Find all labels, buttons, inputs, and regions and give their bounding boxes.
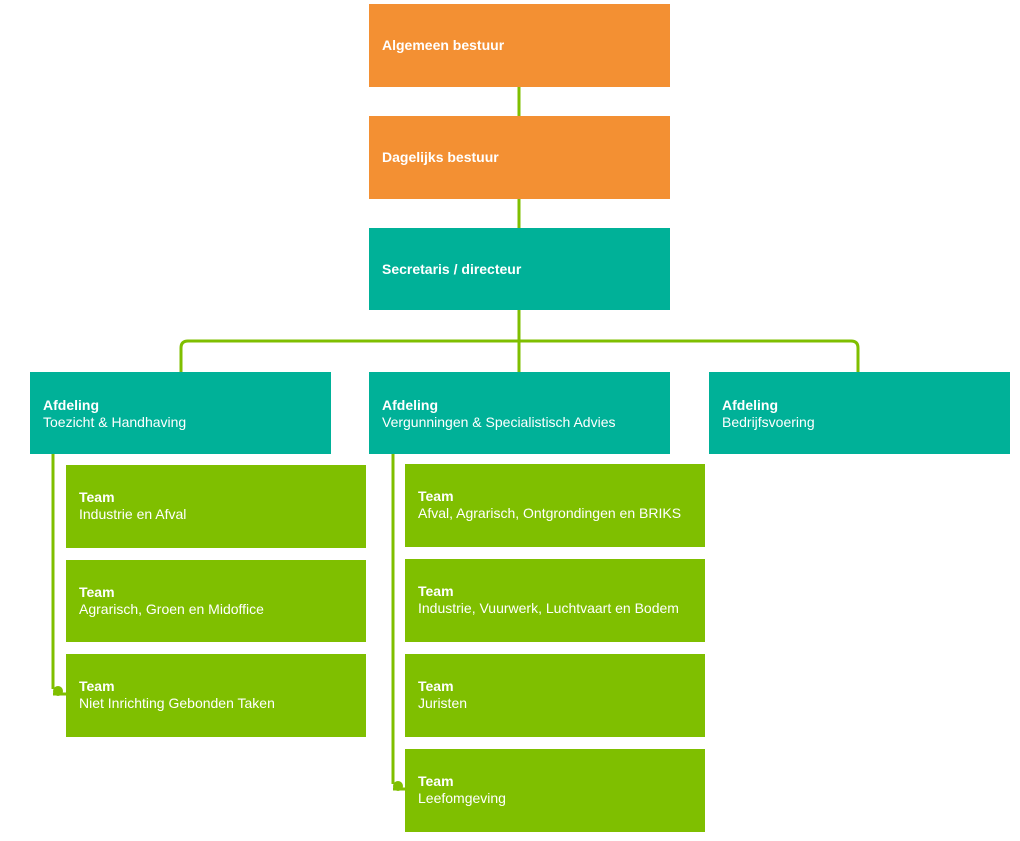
team-name: Industrie, Vuurwerk, Luchtvaart en Bodem [418, 600, 679, 616]
team-label: Team [79, 584, 115, 600]
secretaris-directeur-label: Secretaris / directeur [382, 261, 522, 277]
team-name: Agrarisch, Groen en Midoffice [79, 601, 264, 617]
team-name: Leefomgeving [418, 790, 506, 806]
dagelijks-bestuur-box: Dagelijks bestuur [369, 116, 670, 199]
team-name: Niet Inrichting Gebonden Taken [79, 695, 275, 711]
team-afval-agrarisch-box: Team Afval, Agrarisch, Ontgrondingen en … [405, 464, 705, 547]
connector-dept2-corner [393, 781, 403, 791]
team-label: Team [79, 489, 115, 505]
department-vergunningen-box: Afdeling Vergunningen & Specialistisch A… [369, 372, 670, 454]
algemeen-bestuur-label: Algemeen bestuur [382, 37, 505, 53]
team-name: Afval, Agrarisch, Ontgrondingen en BRIKS [418, 505, 682, 521]
secretaris-directeur-box: Secretaris / directeur [369, 228, 670, 310]
team-juristen-box: Team Juristen [405, 654, 705, 737]
team-label: Team [418, 583, 454, 599]
connector-dept1-corner [53, 686, 63, 696]
department-name: Bedrijfsvoering [722, 414, 815, 430]
department-name: Toezicht & Handhaving [43, 414, 187, 430]
team-name: Juristen [418, 695, 468, 711]
team-name: Industrie en Afval [79, 506, 187, 522]
connector-horizontal-bar [179, 339, 860, 372]
team-leefomgeving-box: Team Leefomgeving [405, 749, 705, 832]
department-toezicht-box: Afdeling Toezicht & Handhaving [30, 372, 331, 454]
algemeen-bestuur-box: Algemeen bestuur [369, 4, 670, 87]
department-label: Afdeling [722, 397, 778, 413]
department-label: Afdeling [382, 397, 438, 413]
team-label: Team [418, 678, 454, 694]
team-industrie-afval-box: Team Industrie en Afval [66, 465, 366, 548]
team-label: Team [418, 773, 454, 789]
team-agrarisch-groen-box: Team Agrarisch, Groen en Midoffice [66, 560, 366, 642]
team-niet-inrichting-box: Team Niet Inrichting Gebonden Taken [66, 654, 366, 737]
department-name: Vergunningen & Specialistisch Advies [382, 414, 616, 430]
team-label: Team [79, 678, 115, 694]
team-industrie-vuurwerk-box: Team Industrie, Vuurwerk, Luchtvaart en … [405, 559, 705, 642]
dagelijks-bestuur-label: Dagelijks bestuur [382, 149, 499, 165]
department-bedrijfsvoering-box: Afdeling Bedrijfsvoering [709, 372, 1010, 454]
department-label: Afdeling [43, 397, 99, 413]
team-label: Team [418, 488, 454, 504]
